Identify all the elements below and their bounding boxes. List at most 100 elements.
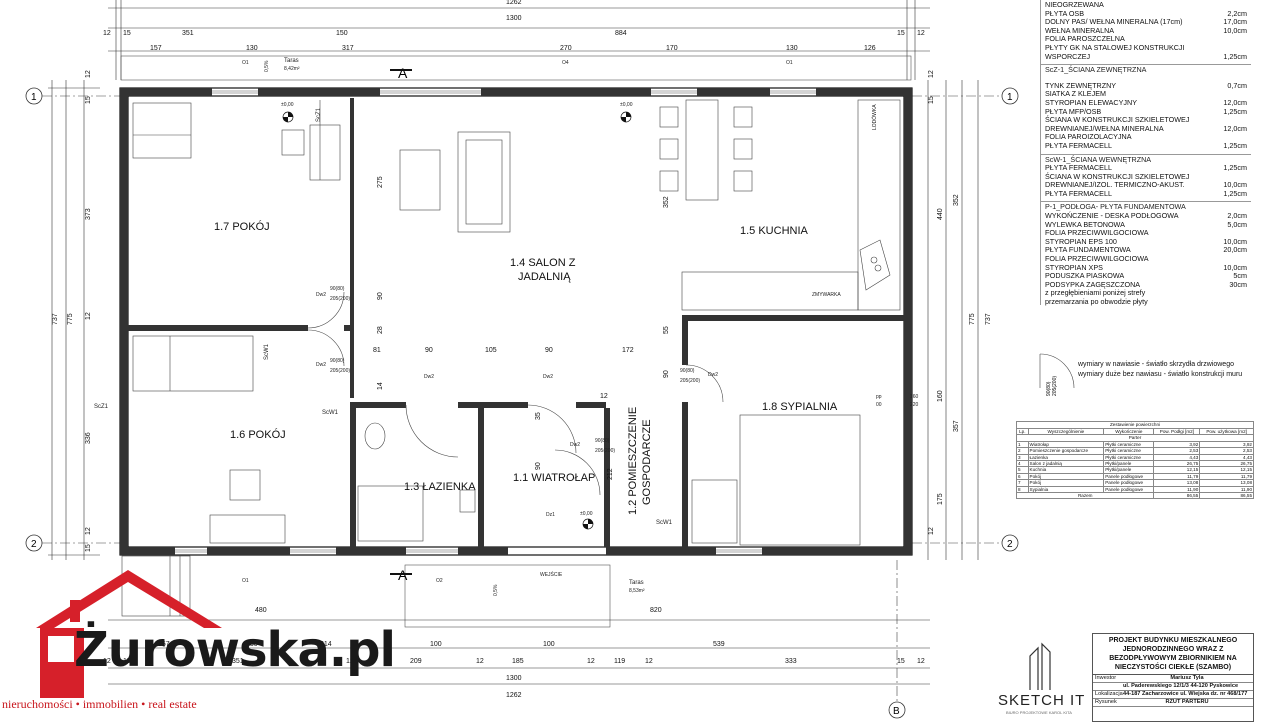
spec-row: SIATKA Z KLEJEM: [1045, 90, 1247, 99]
axis-markers: 1 1 2 2 B: [25, 87, 1019, 719]
wall-tag-scw1-a: ScW1: [264, 343, 270, 360]
spec-layer-name: PŁYTA MFP/OSB: [1045, 106, 1102, 116]
dim-top-884: 884: [615, 30, 627, 37]
spec-row: z przegłębieniami poniżej strefy: [1045, 289, 1247, 298]
dim-int-90e: 90: [535, 462, 542, 470]
dim-bottom-214: 214: [320, 641, 332, 648]
desk-chair-16: [229, 469, 261, 501]
spec-layer-name: WYLEWKA BETONOWA: [1045, 219, 1125, 229]
spec-layer-name: TYNK ZEWNĘTRZNY: [1045, 80, 1117, 90]
drawing-label: Rysunek: [1093, 699, 1121, 707]
dim-bottom-157: 157: [158, 641, 170, 648]
door-arc-13: [405, 404, 459, 458]
taras-top-area: 8,42m²: [284, 66, 300, 72]
spec-layer-thickness: 20,0cm: [1223, 245, 1247, 255]
dim-bottom-12b: 12: [346, 658, 354, 665]
axis-2-left: 2: [31, 539, 37, 550]
legend-door-icon: 90(80) 205(200): [1039, 353, 1075, 396]
dim-bottom-12d: 12: [587, 658, 595, 665]
door-dw2-16: Dw2: [316, 362, 326, 368]
door-dw2-18: Dw2: [708, 372, 718, 378]
dim-top-130a: 130: [246, 45, 258, 52]
door-arc-17: [307, 291, 345, 329]
top-terrace: [120, 55, 912, 81]
desk-chair-17: [281, 129, 305, 156]
spec-layer-thickness: 1,25cm: [1223, 163, 1247, 173]
zurowska-logo: Żurowska.pl nieruchomości • immobilien •…: [0, 570, 396, 720]
dim-top-1262: 1262: [506, 0, 522, 6]
spec-block-exterior-wall: ScZ-1_ŚCIANA ZEWNĘTRZNA TYNK ZEWNĘTRZNY 0…: [1041, 65, 1251, 155]
top-dimensions: 1262 1300 12 15 157 351 130 150 317 270 …: [103, 0, 925, 52]
pp-label: pp: [876, 394, 882, 400]
spec-layer-name: DREWNIANEJ/IZOL. TERMICZNO-AKUST.: [1045, 180, 1185, 190]
area-total-label: Razem: [1015, 492, 1155, 500]
dim-right-440: 440: [937, 208, 944, 220]
dim-top-150: 150: [336, 30, 348, 37]
wall-tag-scw1-c: ScW1: [656, 520, 673, 526]
dim-bottom-100a: 100: [430, 641, 442, 648]
spec-row: FOLIA PRZECIWWILGOCIOWA: [1045, 254, 1247, 264]
dim-right-737: 737: [985, 313, 992, 325]
project-title: PROJEKT BUDYNKU MIESZKALNEGO JEDNORODZIN…: [1093, 634, 1253, 675]
window-o2-bottom: O2: [436, 578, 443, 584]
wall-tag-scw1-b: ScW1: [322, 410, 339, 416]
door-dw2-12: Dw2: [570, 442, 580, 448]
area-col-finish: Wykończenie: [1103, 427, 1155, 436]
room-label-17: 1.7 POKÓJ: [214, 220, 270, 233]
entrance-label: WEJŚCIE: [540, 570, 563, 578]
spec-row: FOLIA PAROSZCZELNA: [1045, 35, 1247, 44]
spec-row: DREWNIANEJ/IZOL. TERMICZNO-AKUST.10,0cm: [1045, 181, 1247, 190]
axis-1-right: 1: [1007, 92, 1013, 103]
room-label-11: 1.1 WIATROŁAP: [513, 472, 595, 484]
investor-label: Inwestor: [1093, 675, 1121, 683]
spec-title-exterior-wall: ScZ-1_ŚCIANA ZEWNĘTRZNA: [1045, 65, 1147, 75]
dim-top-15b: 15: [897, 30, 905, 37]
spec-row: FOLIA PRZECIWWILGOCIOWA: [1045, 229, 1247, 238]
dim-int-55: 55: [663, 326, 670, 334]
dim-left-336: 336: [85, 432, 92, 444]
bed-room-17: [132, 102, 192, 159]
spec-layer-thickness: 0,7cm: [1227, 80, 1247, 90]
level-mark-11: ±0,00: [580, 511, 593, 517]
dim-int-352: 352: [663, 196, 670, 208]
location-value: 44-187 Zacharzowice ul. Wiejska dz. nr 4…: [1121, 691, 1253, 699]
door-arc-12: [554, 449, 601, 496]
room-label-12-line1: 1.2 POMIESZCZENIE: [627, 407, 639, 515]
room-label-18: 1.8 SYPIALNIA: [762, 401, 838, 413]
dim-bottom-1262: 1262: [506, 692, 522, 699]
window-o1-bottom: O1: [242, 578, 249, 584]
investor-name: Mariusz Tyla: [1121, 675, 1253, 683]
dim-bottom-820: 820: [650, 607, 662, 614]
dim-bottom-185: 185: [512, 658, 524, 665]
floor-plan: 1262 1300 12 15 157 351 130 150 317 270 …: [25, 0, 1019, 719]
level-symbols: [282, 111, 632, 530]
house-roof-icon: [36, 570, 222, 698]
spec-layer-name: ŚCIANA W KONSTRUKCJI SZKIELETOWEJ: [1045, 171, 1190, 181]
spec-layer-name: PŁYTA FERMACELL: [1045, 140, 1112, 150]
spec-layer-thickness: 5cm: [1233, 271, 1247, 281]
taras-bottom-label: Taras: [629, 580, 644, 586]
dim-top-351: 351: [182, 30, 194, 37]
investor-address: ul. Paderewskiego 12/1/3 44-120 Pyskowic…: [1121, 683, 1253, 691]
dim-top-130b: 130: [786, 45, 798, 52]
title-block: PROJEKT BUDYNKU MIESZKALNEGO JEDNORODZIN…: [1092, 633, 1254, 722]
spec-layer-thickness: 2,0cm: [1227, 211, 1247, 221]
dim-top-15a: 15: [123, 30, 131, 37]
brand-tagline: nieruchomości • immobilien • real estate: [2, 697, 197, 711]
dim-top-12a: 12: [103, 30, 111, 37]
spec-title-floor: P-1_PODŁOGA- PŁYTA FUNDAMENTOWA: [1045, 202, 1186, 212]
wall-tag-scz1-b: ScZ1: [94, 404, 109, 410]
dim-int-212: 212: [607, 468, 614, 480]
dim-left-12c: 12: [85, 527, 92, 535]
spec-row: DOLNY PAS/ WEŁNA MINERALNA (17cm)17,0cm: [1045, 18, 1247, 27]
